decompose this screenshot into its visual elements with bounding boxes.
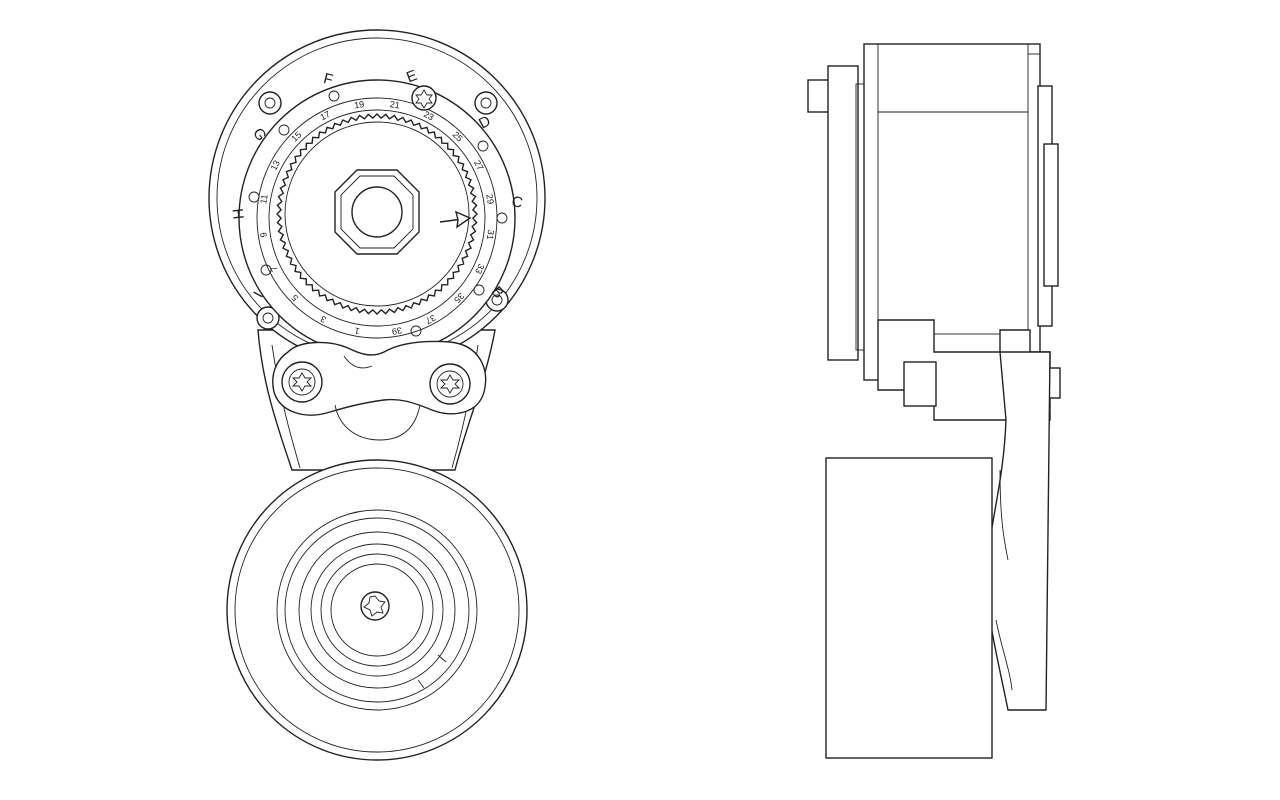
indicator-torx-screw	[411, 85, 437, 111]
side-pulley-profile	[825, 457, 993, 759]
side-front-flange	[827, 65, 859, 361]
scale-number: 27	[472, 159, 485, 172]
position-letter: C	[510, 193, 525, 212]
scale-number: 17	[318, 109, 331, 122]
scale-number: 5	[290, 293, 301, 304]
position-letters: ABCDEFGHI	[229, 67, 525, 355]
scale-number: 33	[473, 262, 486, 275]
side-shaft-stub	[807, 79, 831, 113]
position-letter: H	[229, 208, 247, 221]
bridge-plate	[272, 340, 487, 416]
position-letter: F	[322, 70, 335, 89]
indicator-arrow	[439, 210, 472, 229]
scale-number: 23	[422, 109, 435, 122]
scale-number: 19	[353, 99, 364, 110]
scale-number: 13	[269, 159, 282, 172]
pulley-torx-bolt	[360, 591, 390, 621]
scale-number: 31	[485, 229, 496, 240]
side-view	[807, 43, 1061, 759]
scale-number: 7	[269, 264, 280, 273]
scale-number: 11	[258, 194, 269, 205]
scale-number: 9	[258, 232, 269, 238]
scale-number: 37	[424, 313, 438, 327]
scale-number: 1	[354, 326, 361, 337]
housing-bolt-top-left	[258, 91, 282, 115]
scale-number: 21	[389, 99, 400, 110]
scale-number: 3	[319, 314, 328, 325]
scale-number: 29	[484, 193, 496, 205]
bridge-bolt-right	[429, 363, 471, 405]
housing-bolt-top-right	[474, 91, 498, 115]
housing-bolt-bottom-left	[256, 306, 280, 330]
position-letter: I	[249, 288, 266, 300]
bridge-bolt-left	[281, 361, 323, 403]
scale-number: 39	[391, 325, 403, 337]
